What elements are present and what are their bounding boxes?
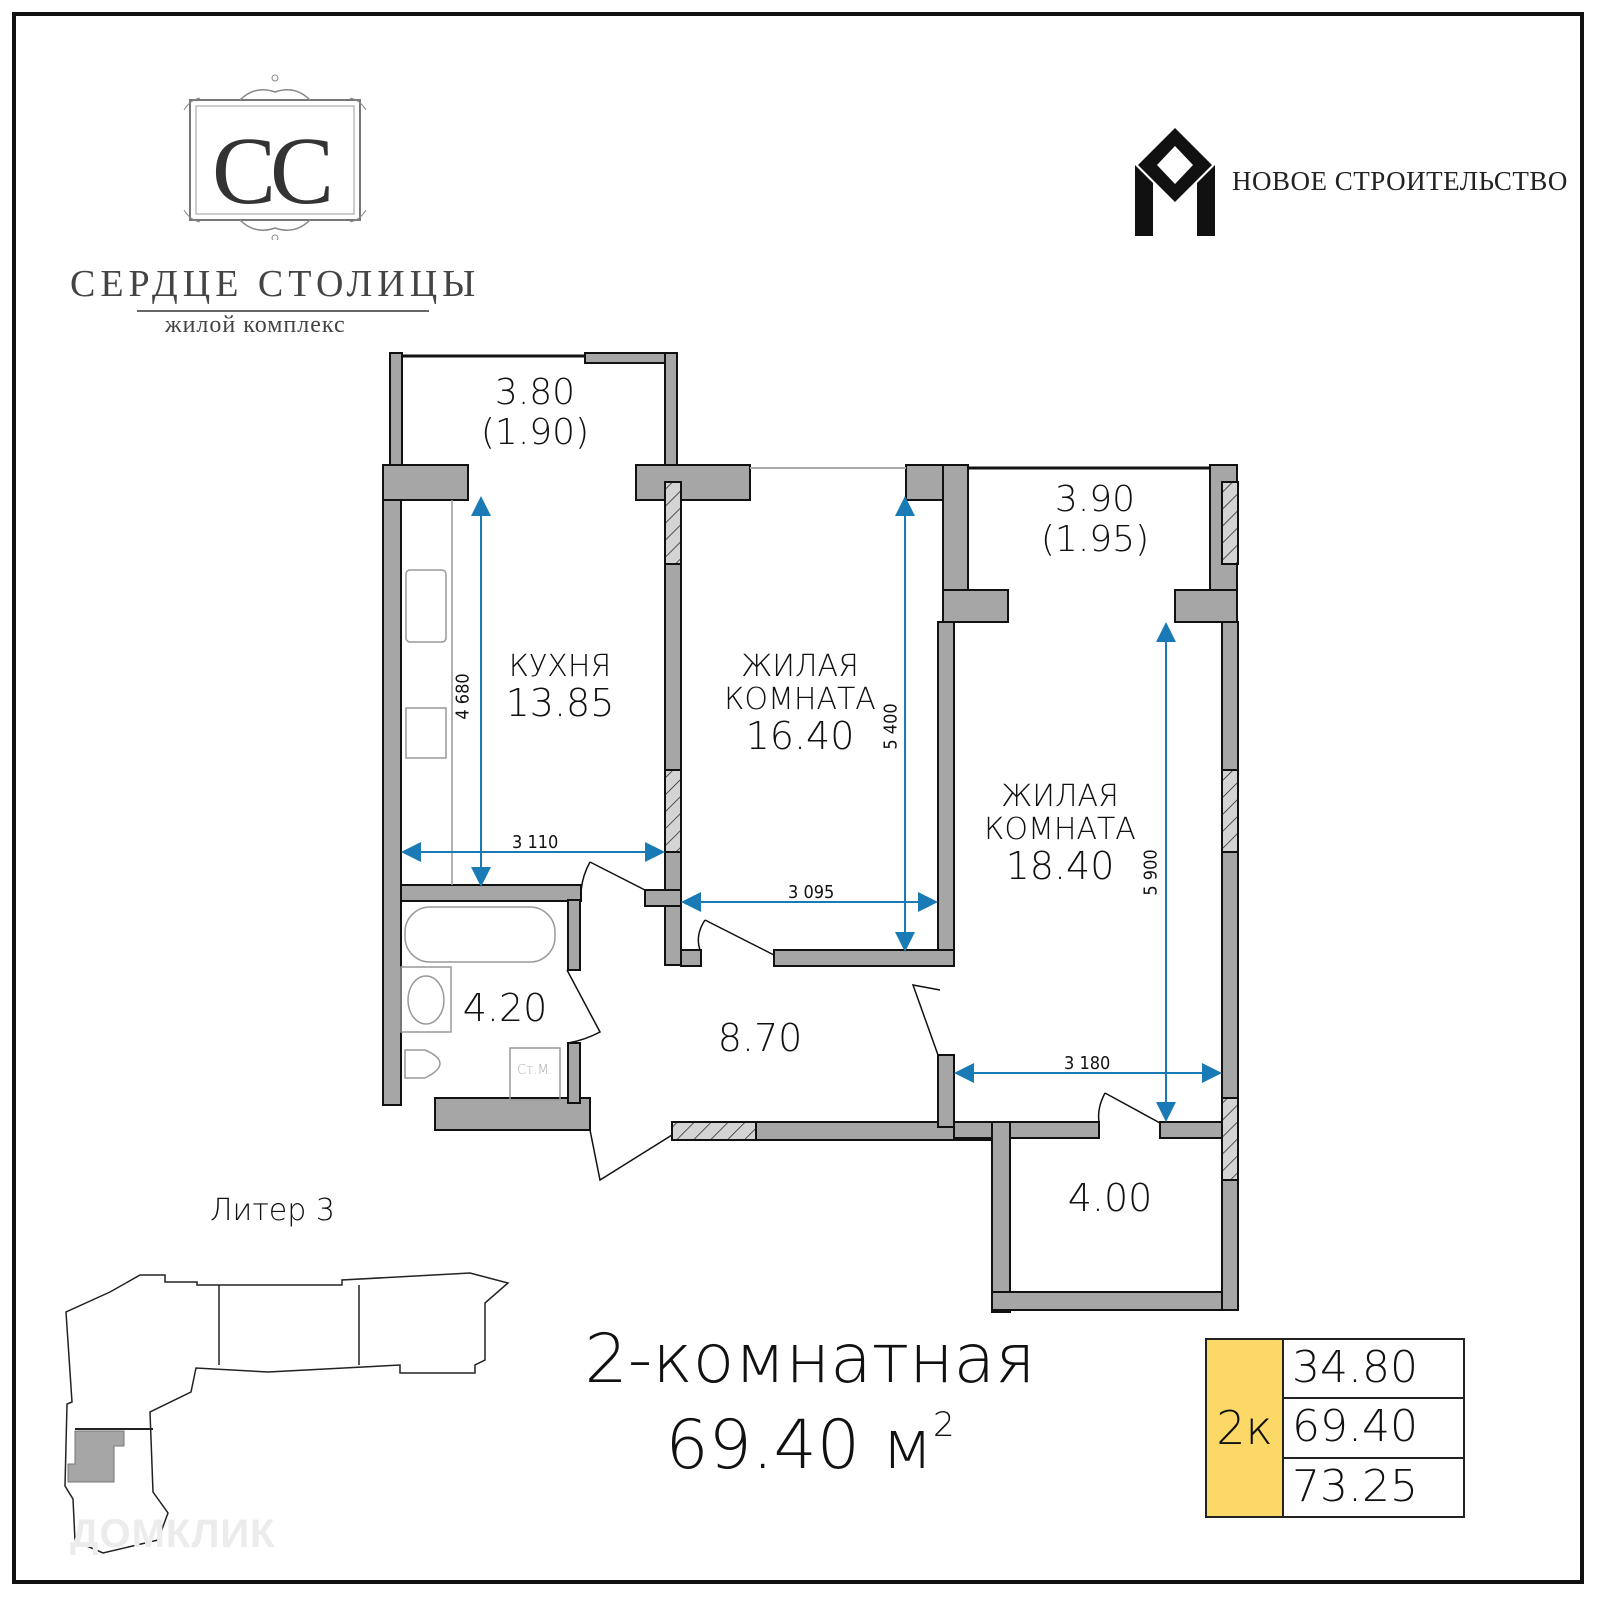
dim-kitchen-width: 3 110 xyxy=(512,832,559,853)
room-bathroom-area: 4.20 xyxy=(462,986,548,1030)
developer-name: НОВОЕ СТРОИТЕЛЬСТВО xyxy=(1232,166,1568,196)
complex-monogram: CC xyxy=(212,117,334,224)
complex-name: СЕРДЦЕ СТОЛИЦЫ xyxy=(70,263,481,305)
building-label: Литер 3 xyxy=(210,1193,335,1228)
room-living-2: ЖИЛАЯ КОМНАТА 18.40 xyxy=(984,779,1136,888)
fixtures xyxy=(400,500,561,1101)
complex-subtitle: жилой комплекс xyxy=(165,312,346,338)
watermark: ДОМКЛИК xyxy=(70,1512,276,1556)
washing-machine-label: Ст.М. xyxy=(517,1063,553,1078)
apartment-total-area: 69.40 м2 xyxy=(665,1405,955,1485)
building-outline xyxy=(64,1272,510,1554)
area-with-balcony-value: 73.25 xyxy=(1292,1460,1418,1512)
dim-living2-width: 3 180 xyxy=(1064,1053,1111,1074)
developer-house-icon xyxy=(1135,128,1215,236)
page-frame xyxy=(12,12,1584,1584)
doors xyxy=(566,861,1161,1182)
dim-living1-width: 3 095 xyxy=(788,882,835,903)
room-count-badge: 2к xyxy=(1207,1340,1284,1516)
logo-divider xyxy=(137,310,429,312)
living-area-value: 34.80 xyxy=(1284,1340,1463,1400)
area-table: 2к 34.80 69.40 73.25 xyxy=(1205,1338,1465,1518)
room-balcony-kitchen: 3.80(1.90) xyxy=(480,372,590,453)
room-storage-area: 4.00 xyxy=(1067,1176,1153,1220)
total-area-value: 69.40 xyxy=(1284,1399,1463,1459)
ornate-frame-icon xyxy=(183,74,367,240)
dimension-lines xyxy=(401,496,1222,1122)
window-hatches xyxy=(664,481,1239,1181)
dim-living1-length: 5 400 xyxy=(880,703,902,750)
apartment-type-title: 2-комнатная xyxy=(584,1320,1036,1399)
apartment-highlight xyxy=(67,1430,125,1483)
room-living-1: ЖИЛАЯ КОМНАТА 16.40 xyxy=(724,649,876,758)
dim-kitchen-length: 4 680 xyxy=(452,673,474,720)
room-balcony-living: 3.90(1.95) xyxy=(1040,479,1150,560)
room-kitchen: КУХНЯ 13.85 xyxy=(505,649,615,725)
dim-living2-length: 5 900 xyxy=(1140,849,1162,896)
balcony-rails xyxy=(402,354,1210,470)
room-hallway-area: 8.70 xyxy=(717,1016,803,1060)
